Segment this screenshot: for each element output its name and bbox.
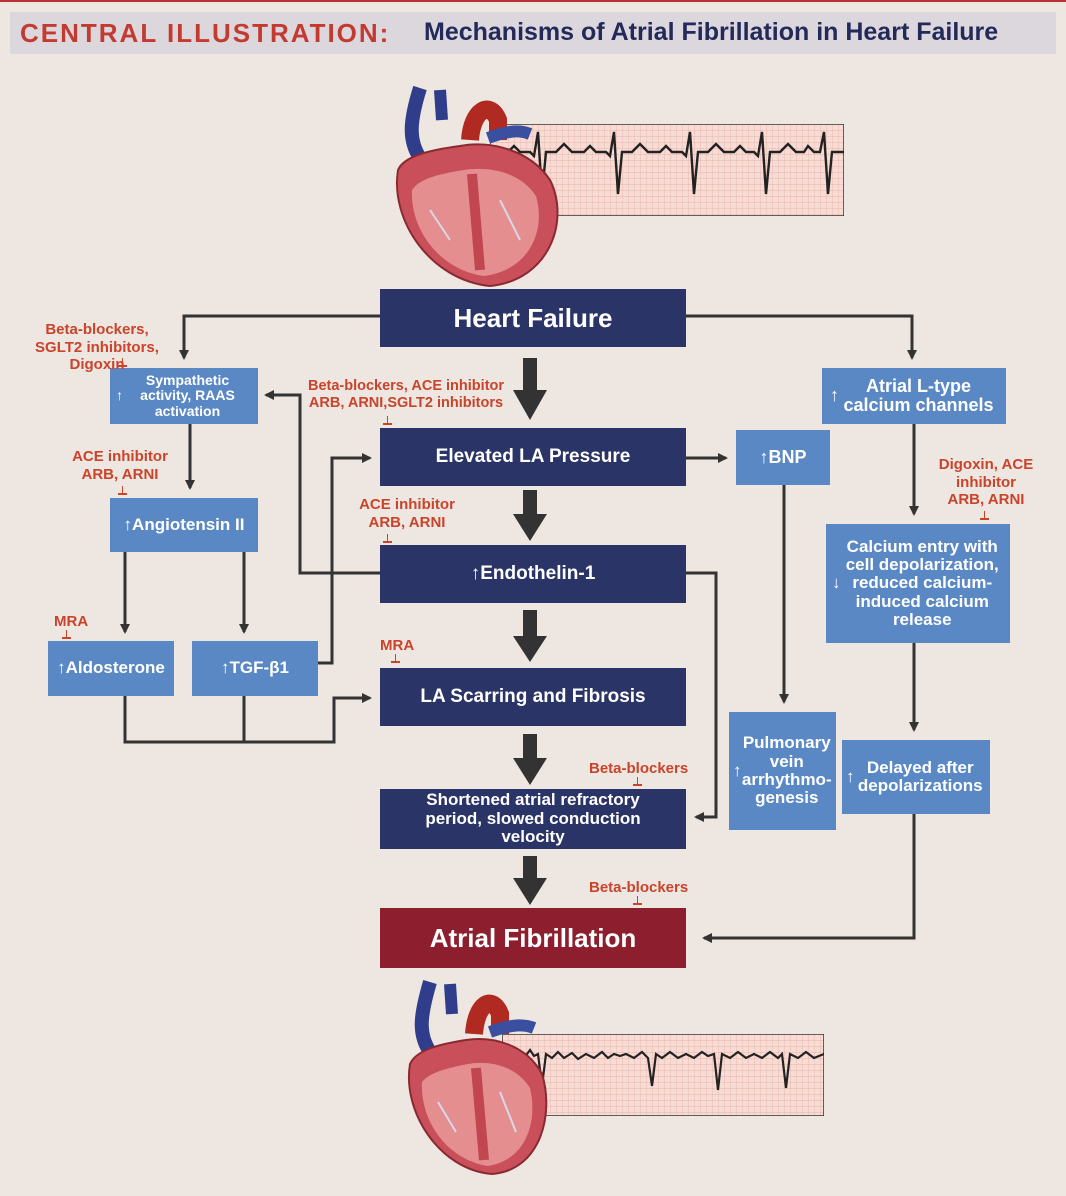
- heart-anatomy-icon: [396, 85, 559, 288]
- sympathetic-label: Sympathetic activity, RAAS activation: [140, 372, 235, 419]
- inhibit-marker: [118, 358, 127, 367]
- up-arrow-icon: [846, 768, 855, 786]
- la-scarring-label: LA Scarring and Fibrosis: [420, 685, 646, 707]
- up-arrow-icon: [116, 388, 123, 403]
- angiotensin-label: Angiotensin II: [132, 514, 245, 534]
- inhibit-marker: [383, 416, 392, 425]
- elevated-la-pressure-node: Elevated LA Pressure: [380, 428, 686, 486]
- up-arrow-icon: [471, 564, 481, 585]
- shortened-refractory-label: Shortened atrial refractory period, slow…: [425, 790, 641, 847]
- la-scarring-node: LA Scarring and Fibrosis: [380, 668, 686, 726]
- shortened-refractory-node: Shortened atrial refractory period, slow…: [380, 789, 686, 849]
- drug-note-aldosterone: MRA: [54, 613, 89, 630]
- inhibit-marker: [118, 486, 127, 495]
- tgf-node: TGF-β1: [192, 641, 318, 696]
- up-arrow-icon: [57, 659, 66, 677]
- heart-failure-label: Heart Failure: [453, 302, 613, 333]
- bnp-label: BNP: [768, 446, 807, 467]
- drug-note-calcium: Digoxin, ACE inhibitor ARB, ARNI: [938, 456, 1034, 509]
- calcium-entry-label: Calcium entry with cell depolarization, …: [845, 536, 999, 630]
- drug-note-angiotensin: ACE inhibitor ARB, ARNI: [72, 448, 168, 483]
- inhibit-marker: [383, 534, 392, 543]
- header-label: CENTRAL ILLUSTRATION:: [20, 18, 391, 48]
- drug-note-refractory: Beta-blockers: [589, 760, 689, 777]
- delayed-after-label: Delayed after depolarizations: [857, 757, 983, 795]
- header-band: [10, 12, 1056, 54]
- drug-note-af: Beta-blockers: [589, 879, 689, 896]
- aldosterone-label: Aldosterone: [65, 658, 165, 678]
- atrial-fibrillation-node: Atrial Fibrillation: [380, 908, 686, 968]
- pulmonary-vein-label: Pulmonary vein arrhythmo-genesis: [741, 733, 832, 808]
- calcium-entry-node: Calcium entry with cell depolarization, …: [826, 524, 1010, 643]
- endothelin-label: Endothelin-1: [480, 562, 596, 584]
- delayed-after-node: Delayed after depolarizations: [842, 740, 990, 814]
- up-arrow-icon: [124, 516, 133, 534]
- drug-note-endothelin: ACE inhibitor ARB, ARNI: [359, 496, 455, 531]
- inhibit-marker: [633, 896, 642, 905]
- inhibit-marker: [62, 630, 71, 639]
- inhibit-marker: [391, 654, 400, 663]
- drug-note-scarring: MRA: [380, 637, 415, 654]
- atrial-fibrillation-label: Atrial Fibrillation: [429, 922, 637, 953]
- angiotensin-node: Angiotensin II: [110, 498, 258, 552]
- down-arrow-icon: [832, 574, 841, 592]
- endothelin-node: Endothelin-1: [380, 545, 686, 603]
- up-arrow-icon: [221, 659, 230, 677]
- up-arrow-icon: [759, 448, 768, 467]
- up-arrow-icon: [733, 762, 742, 780]
- elevated-la-pressure-label: Elevated LA Pressure: [435, 445, 631, 467]
- pulmonary-vein-node: Pulmonary vein arrhythmo-genesis: [729, 712, 836, 830]
- af-ecg-trace: [502, 1034, 824, 1116]
- aldosterone-node: Aldosterone: [48, 641, 174, 696]
- bnp-node: BNP: [736, 430, 830, 485]
- sympathetic-node: Sympathetic activity, RAAS activation: [110, 368, 258, 424]
- drug-note-elevated: Beta-blockers, ACE inhibitor ARB, ARNI,S…: [307, 378, 505, 412]
- l-type-label: Atrial L-type calcium channels: [843, 375, 994, 415]
- header-title: Mechanisms of Atrial Fibrillation in Hea…: [424, 18, 999, 46]
- inhibit-marker: [633, 777, 642, 786]
- drug-note-sympathetic: Beta-blockers, SGLT2 inhibitors, Digoxin: [35, 321, 159, 374]
- l-type-node: Atrial L-type calcium channels: [822, 368, 1006, 424]
- up-arrow-icon: [830, 386, 839, 405]
- header-bar: [0, 0, 1066, 60]
- tgf-label: TGF-β1: [229, 658, 289, 678]
- heart-failure-node: Heart Failure: [380, 289, 686, 347]
- heart-anatomy-icon: [407, 980, 548, 1176]
- inhibit-marker: [980, 511, 989, 520]
